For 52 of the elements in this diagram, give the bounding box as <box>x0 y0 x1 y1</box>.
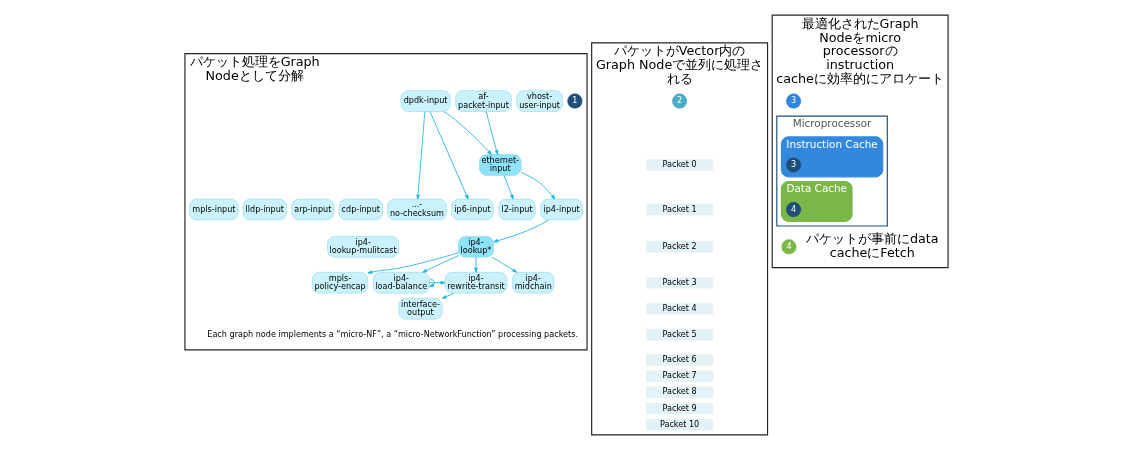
node-box: ip4-lookup* <box>457 236 494 258</box>
node-box: Packet 8 <box>645 386 713 399</box>
node-box: ip4-input <box>539 198 583 221</box>
node-box: arp-input <box>290 198 334 221</box>
node-box: mpls-input <box>188 198 238 221</box>
arrow <box>473 256 478 273</box>
arrow <box>485 111 498 155</box>
node-circle: 3 <box>785 93 801 109</box>
node-box: lldp-input <box>242 198 287 221</box>
node-box: ...-no-checksum <box>386 198 447 221</box>
label: パケットが事前にdata cacheにFetch <box>805 231 939 261</box>
arrow <box>491 256 517 273</box>
node-circle: 4 <box>780 239 796 255</box>
node-box: Packet 6 <box>645 354 713 366</box>
node-box: dpdk-input <box>400 90 450 112</box>
arrow <box>520 172 555 200</box>
node-box: Packet 1 <box>645 203 713 216</box>
node-box: Packet 7 <box>645 370 713 382</box>
arrow <box>421 255 459 273</box>
node-circle: 1 <box>566 93 582 109</box>
node-box: ip4-load-balance <box>372 272 430 294</box>
arrow <box>503 174 514 200</box>
node-box: l2-input <box>498 198 536 221</box>
label: Each graph node implements a “micro-NF”, a “micro-NetworkFunction” processing packets. <box>206 328 578 339</box>
arrow <box>428 280 445 285</box>
node-box: vhost-user-input <box>515 90 563 112</box>
node-circle: 3 <box>785 157 801 173</box>
arrow <box>492 219 549 243</box>
node-circle: 2 <box>671 93 687 109</box>
arrow <box>366 252 459 274</box>
node-box: Packet 9 <box>645 402 713 415</box>
node-box: Packet 3 <box>645 276 713 289</box>
node-box: Packet 2 <box>645 241 713 253</box>
node-box: af-packet-input <box>454 90 512 112</box>
node-box: mpls-policy-encap <box>311 272 368 294</box>
arrow <box>442 111 492 155</box>
node-box: interface-output <box>397 298 442 320</box>
node-box: ip4-lookup-mulitcast <box>326 236 399 258</box>
node-box: ip4-rewrite-transit <box>444 272 507 294</box>
node-box: ip6-input <box>450 198 494 221</box>
node-circle: 4 <box>785 202 801 218</box>
arrow <box>428 278 435 288</box>
node-box: ip4-midchain <box>511 272 554 294</box>
arrow <box>415 111 425 200</box>
node-box: Packet 5 <box>645 329 713 341</box>
arrow <box>429 111 469 200</box>
node-box: Packet 0 <box>645 159 713 171</box>
node-box: Packet 4 <box>645 302 713 315</box>
node-box: cdp-input <box>338 198 383 221</box>
node-box: Packet 10 <box>645 418 713 431</box>
arrow <box>441 292 454 299</box>
node-box: ethernet-input <box>478 154 521 176</box>
